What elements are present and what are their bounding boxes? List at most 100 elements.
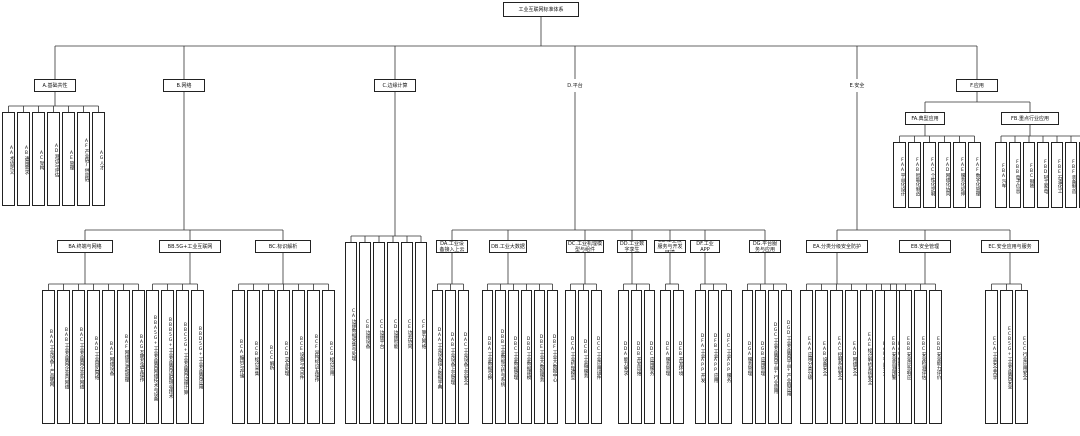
leaf-node: DAA工业设备接入数据字典 [432,290,443,424]
leaf-node: CB边缘设备 [359,242,371,424]
group-4-1: EB.安全管理 [899,240,951,253]
section-4: E.安全 [837,79,877,92]
group-1-0: BA.终端与网络 [57,240,113,253]
leaf-node: BCA编码与存储 [232,290,245,424]
leaf-node: FBD轻工家电 [1037,142,1049,208]
leaf-node: BCE设备与中间件 [292,290,305,424]
leaf-node: EBD安全能力评价 [929,290,942,424]
leaf-node: DBC工业数据管理 [508,290,519,424]
leaf-node: DGB应用管理 [755,290,766,424]
group-3-3: DD.工业数字孪生 [617,240,647,253]
leaf-node: FBC钢铁 [1023,142,1035,208]
leaf-node: DEB开发环境 [673,290,684,424]
leaf-node: BAG互联互通互操作 [132,290,145,424]
leaf-node: FAE服务化延伸 [953,142,966,208]
leaf-node: BBB5G+工业互联网适配增强技术 [161,290,174,424]
leaf-node: EAE标识解析系统安全 [860,290,873,424]
section-1: B.网络 [163,79,205,92]
leaf-node: CA边缘数据采集与处理 [345,242,357,424]
group-3-6: DG.平台服务与应用 [749,240,781,253]
leaf-node: DBE工业大数据服务 [534,290,545,424]
leaf-node: DBF工业大数据中心 [547,290,558,424]
leaf-node: EAD网络安全 [845,290,858,424]
leaf-node: DCC工业应用组件 [591,290,602,424]
leaf-node: FAB智能化制造 [908,142,921,208]
leaf-node: FBF装备制造 [1065,142,1077,208]
leaf-node: DEA服务管理 [660,290,671,424]
leaf-node: DFA工业APP开发 [695,290,706,424]
group-3-0: DA.工业设备接入上云 [436,240,468,253]
leaf-node: BAD工业园区网络 [87,290,100,424]
leaf-node: CE边云协同 [401,242,413,424]
leaf-node: AB通用需求 [17,112,30,206]
leaf-node: AG人才 [92,112,105,206]
leaf-node: BCB标识采集 [247,290,260,424]
leaf-node: ECA工业安全共享 [985,290,998,424]
group-4-0: EA.分类分级安全防护 [806,240,868,253]
leaf-node: DDB开发运维 [631,290,642,424]
leaf-node: BBA5G+工业互联网网络技术与设备 [146,290,159,424]
section-2: C.边缘计算 [374,79,416,92]
root-node: 工业互联网标准体系 [503,2,579,17]
leaf-node: DGD工业互联网平台+产业链应用 [781,290,792,424]
leaf-node: DDA能力要求 [618,290,629,424]
leaf-node: BAE网络设备 [102,290,115,424]
leaf-node: AF产业链/供应链 [77,112,90,206]
leaf-node: DGA服务管理 [742,290,753,424]
leaf-node: EAB设备安全 [815,290,828,424]
leaf-node: AC架构 [32,112,45,206]
leaf-node: DCB工业微服务 [578,290,589,424]
leaf-node: BAA工业设备/产品联网 [42,290,55,424]
leaf-node: AD测试与评估 [47,112,60,206]
leaf-node: EAC控制系统安全 [830,290,843,424]
leaf-node: DAB工业设备上云管理 [445,290,456,424]
group-4-2: EC.安全应用与服务 [981,240,1039,253]
group-1-2: BC.标识解析 [255,240,311,253]
leaf-node: AA术语定义 [2,112,15,206]
group-3-2: DC.工业机理模型与组件 [566,240,604,253]
leaf-node: FBA汽车 [995,142,1007,208]
group-3-5: DF.工业APP [690,240,720,253]
leaf-node: FBE石油化工 [1051,142,1063,208]
leaf-node: ECB5G+工业互联网安全 [1000,290,1013,424]
leaf-node: BCG标识应用 [322,290,335,424]
leaf-node: BBC5G+工业互联网边缘计算 [176,290,189,424]
leaf-node: ECC行业应用安全 [1015,290,1028,424]
leaf-node: DBD工业数据建模 [521,290,532,424]
leaf-node: DBB工业数据分析与系统 [495,290,506,424]
leaf-node: DFB工业APP应用 [708,290,719,424]
leaf-node: BBD5G+工业互联网应用 [191,290,204,424]
leaf-node: EBA安全监测预警 [884,290,897,424]
group-3-1: DB.工业大数据 [489,240,527,253]
leaf-node: CC边缘平台 [373,242,385,424]
leaf-node: EAA应用分类分级 [800,290,813,424]
leaf-node: CD边缘智能 [387,242,399,424]
leaf-node: DFC工业APP服务 [721,290,732,424]
leaf-node: BCC解析 [262,290,275,424]
leaf-node: EBB安全应急响应 [899,290,912,424]
group-5-0: FA.典型应用 [905,112,945,125]
leaf-node: FAA平台化设计 [893,142,906,208]
leaf-node: DGC工业互联网平台+行业应用 [768,290,779,424]
leaf-node: CF算力网络 [415,242,427,424]
leaf-node: FAC个性化定制 [923,142,936,208]
leaf-node: FAD网络化协同 [938,142,951,208]
section-5: F.应用 [956,79,998,92]
group-5-1: FB.重点行业应用 [1001,112,1059,125]
leaf-node: BAF网络资源和管理 [117,290,130,424]
leaf-node: FBB电子信息 [1009,142,1021,208]
leaf-node: DBA工业数据交换 [482,290,493,424]
leaf-node: DAC工业设备上云安全 [458,290,469,424]
section-0: A.基础共性 [34,79,76,92]
leaf-node: FAF数字化管理 [968,142,981,208]
leaf-node: AE管理 [62,112,75,206]
leaf-node: DCA工业机理模型 [565,290,576,424]
leaf-node: DDC应用服务 [644,290,655,424]
section-3: D.平台 [555,79,595,92]
leaf-node: BCF异构标识互操作 [307,290,320,424]
leaf-node: BAC工业互联网企业外网络 [72,290,85,424]
leaf-node: BCD交互处理 [277,290,290,424]
leaf-node: EBC安全检测评估 [914,290,927,424]
leaf-node: BAB工业互联网企业内网络 [57,290,70,424]
